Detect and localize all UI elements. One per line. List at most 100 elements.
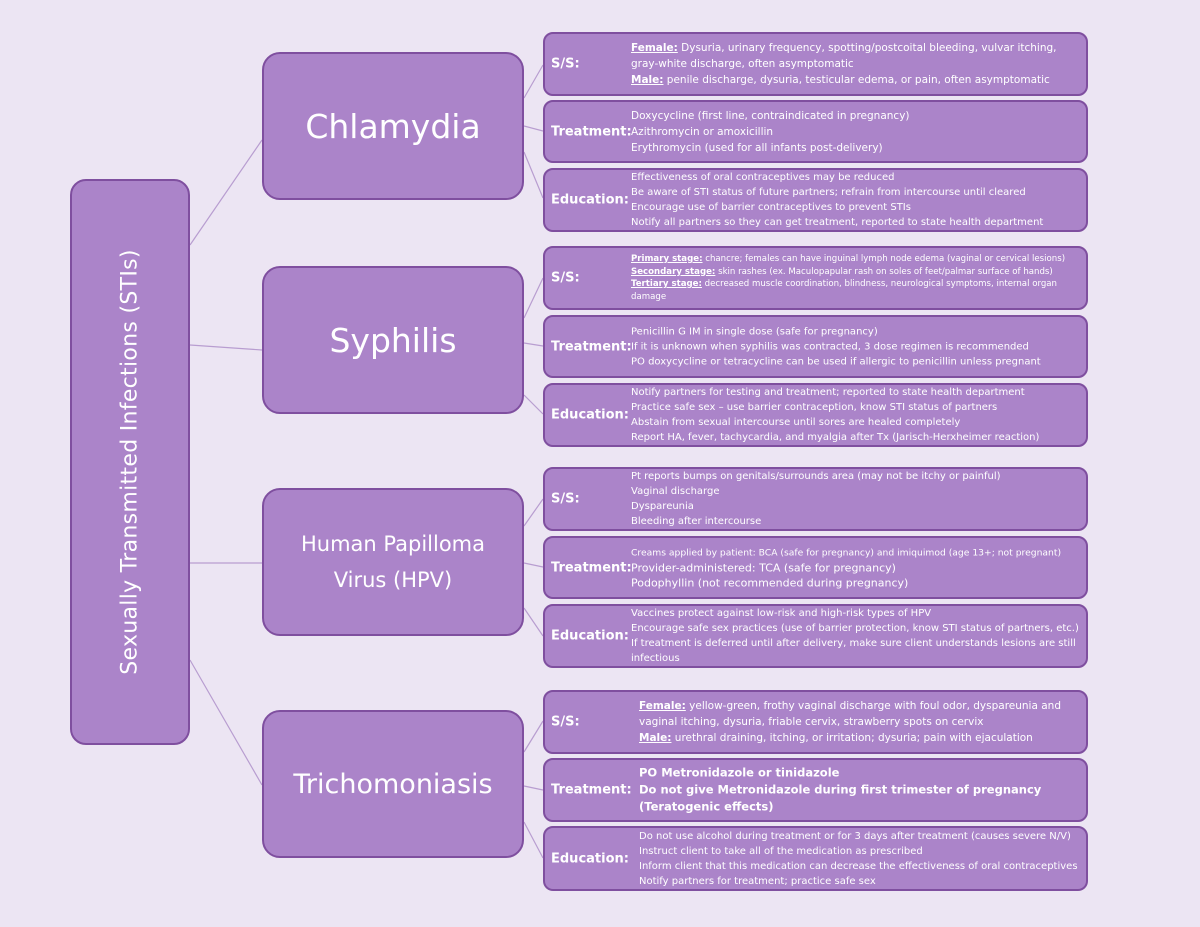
connector-trich-ss <box>523 720 544 753</box>
ss-line: Secondary stage: skin rashes (ex. Maculo… <box>631 266 1053 277</box>
ed-line: Instruct client to take all of the medic… <box>639 845 923 857</box>
ss-line: Female: yellow-green, frothy vaginal dis… <box>639 700 1061 728</box>
syphilis-ed-box: Education: Notify partners for testing a… <box>543 383 1088 447</box>
connector-chlamydia-tx <box>523 125 544 132</box>
tx-line: If it is unknown when syphilis was contr… <box>631 341 1029 352</box>
education-label: Education: <box>551 407 629 423</box>
hpv-ss-box: S/S: Pt reports bumps on genitals/surrou… <box>543 467 1088 531</box>
connector-root-syphilis <box>189 344 263 351</box>
ss-label: S/S: <box>551 270 580 286</box>
disease-title-line2: Virus (HPV) <box>333 568 453 592</box>
ed-line: Encourage safe sex practices (use of bar… <box>631 623 1079 634</box>
ed-line: Abstain from sexual intercourse until so… <box>631 417 961 428</box>
connector-syphilis-ed <box>523 394 544 415</box>
ss-line: Dyspareunia <box>631 501 694 512</box>
connector-trich-ed <box>523 821 544 859</box>
hpv-ss-text: Pt reports bumps on genitals/surrounds a… <box>631 469 1082 529</box>
chlamydia-ed-box: Education: Effectiveness of oral contrac… <box>543 168 1088 232</box>
ss-label: S/S: <box>551 56 580 72</box>
ed-line: Notify all partners so they can get trea… <box>631 217 1044 228</box>
disease-title: Syphilis <box>329 320 457 360</box>
trich-tx-text: PO Metronidazole or tinidazole Do not gi… <box>639 765 1082 816</box>
ss-line: Vaginal discharge <box>631 486 720 497</box>
hpv-tx-box: Treatment: Creams applied by patient: BC… <box>543 536 1088 599</box>
ss-line: Male: penile discharge, dysuria, testicu… <box>631 74 1050 86</box>
tx-line: PO Metronidazole or tinidazole <box>639 765 840 780</box>
tx-line: Erythromycin (used for all infants post-… <box>631 141 883 154</box>
tx-line: Do not give Metronidazole during first t… <box>639 782 1042 797</box>
ed-line: Be aware of STI status of future partner… <box>631 187 1026 198</box>
tx-line: Provider-administered: TCA (safe for pre… <box>631 561 896 574</box>
ss-line: Male: urethral draining, itching, or irr… <box>639 732 1033 744</box>
connector-chlamydia-ss <box>523 64 544 99</box>
connector-chlamydia-ed <box>523 151 544 199</box>
disease-title: Chlamydia <box>305 106 481 146</box>
chlamydia-ss-box: S/S: Female: Dysuria, urinary frequency,… <box>543 32 1088 96</box>
syphilis-ss-text: Primary stage: chancre; females can have… <box>631 253 1082 303</box>
trich-ss-text: Female: yellow-green, frothy vaginal dis… <box>639 698 1082 746</box>
disease-title-line1: Human Papilloma <box>300 532 485 556</box>
ed-line: Do not use alcohol during treatment or f… <box>639 830 1071 842</box>
syphilis-ss-box: S/S: Primary stage: chancre; females can… <box>543 246 1088 310</box>
ed-line: If treatment is deferred until after del… <box>631 638 1076 664</box>
connector-root-trich <box>189 659 263 786</box>
trich-ed-text: Do not use alcohol during treatment or f… <box>639 829 1082 889</box>
ed-line: Vaccines protect against low-risk and hi… <box>631 608 932 619</box>
syphilis-tx-box: Treatment: Penicillin G IM in single dos… <box>543 315 1088 378</box>
connector-hpv-ed <box>523 607 544 637</box>
ss-line: Primary stage: chancre; females can have… <box>631 254 1066 264</box>
root-title: Sexually Transmitted Infections (STIs) <box>117 249 143 675</box>
chlamydia-tx-box: Treatment: Doxycycline (first line, cont… <box>543 100 1088 163</box>
tx-line: Podophyllin (not recommended during preg… <box>631 576 909 589</box>
treatment-label: Treatment: <box>551 124 632 139</box>
tx-line: Doxycycline (first line, contraindicated… <box>631 109 910 122</box>
ss-line: Pt reports bumps on genitals/surrounds a… <box>631 471 1001 482</box>
ss-line: Tertiary stage: decreased muscle coordin… <box>631 279 1058 302</box>
chlamydia-tx-text: Doxycycline (first line, contraindicated… <box>631 108 1082 156</box>
tx-line: Creams applied by patient: BCA (safe for… <box>631 547 1062 558</box>
ed-line: Practice safe sex – use barrier contrace… <box>631 402 998 413</box>
disease-trichomoniasis: Trichomoniasis <box>262 710 524 858</box>
connector-root-chlamydia <box>189 139 263 246</box>
ed-line: Inform client that this medication can d… <box>639 860 1078 872</box>
treatment-label: Treatment: <box>551 782 632 798</box>
connector-hpv-tx <box>523 562 544 568</box>
syphilis-tx-text: Penicillin G IM in single dose (safe for… <box>631 324 1082 369</box>
ss-line: Female: Dysuria, urinary frequency, spot… <box>631 42 1057 70</box>
disease-chlamydia: Chlamydia <box>262 52 524 200</box>
root-node: Sexually Transmitted Infections (STIs) <box>70 179 190 745</box>
connector-syphilis-tx <box>523 342 544 347</box>
trich-ss-box: S/S: Female: yellow-green, frothy vagina… <box>543 690 1088 754</box>
ss-label: S/S: <box>551 491 580 507</box>
education-label: Education: <box>551 192 629 208</box>
connector-syphilis-ss <box>523 277 544 319</box>
hpv-tx-text: Creams applied by patient: BCA (safe for… <box>631 545 1082 590</box>
connector-hpv-ss <box>523 498 544 527</box>
ed-line: Encourage use of barrier contraceptives … <box>631 202 911 213</box>
chlamydia-ed-text: Effectiveness of oral contraceptives may… <box>631 170 1082 230</box>
tx-line: (Teratogenic effects) <box>639 799 774 814</box>
tx-line: Azithromycin or amoxicillin <box>631 125 774 138</box>
disease-syphilis: Syphilis <box>262 266 524 414</box>
ed-line: Report HA, fever, tachycardia, and myalg… <box>631 432 1040 443</box>
disease-title: Trichomoniasis <box>293 768 493 800</box>
syphilis-ed-text: Notify partners for testing and treatmen… <box>631 385 1082 445</box>
ss-label: S/S: <box>551 714 580 730</box>
disease-hpv: Human Papilloma Virus (HPV) <box>262 488 524 636</box>
chlamydia-ss-text: Female: Dysuria, urinary frequency, spot… <box>631 40 1082 88</box>
hpv-ed-text: Vaccines protect against low-risk and hi… <box>631 606 1082 666</box>
ed-line: Effectiveness of oral contraceptives may… <box>631 172 895 183</box>
trich-ed-box: Education: Do not use alcohol during tre… <box>543 826 1088 891</box>
ed-line: Notify partners for treatment; practice … <box>639 875 876 887</box>
education-label: Education: <box>551 851 629 866</box>
trich-tx-box: Treatment: PO Metronidazole or tinidazol… <box>543 758 1088 822</box>
tx-line: PO doxycycline or tetracycline can be us… <box>631 356 1041 367</box>
treatment-label: Treatment: <box>551 339 632 354</box>
hpv-ed-box: Education: Vaccines protect against low-… <box>543 604 1088 668</box>
ss-line: Bleeding after intercourse <box>631 516 762 527</box>
connector-trich-tx <box>523 785 544 791</box>
tx-line: Penicillin G IM in single dose (safe for… <box>631 326 878 337</box>
treatment-label: Treatment: <box>551 560 632 575</box>
education-label: Education: <box>551 628 629 644</box>
